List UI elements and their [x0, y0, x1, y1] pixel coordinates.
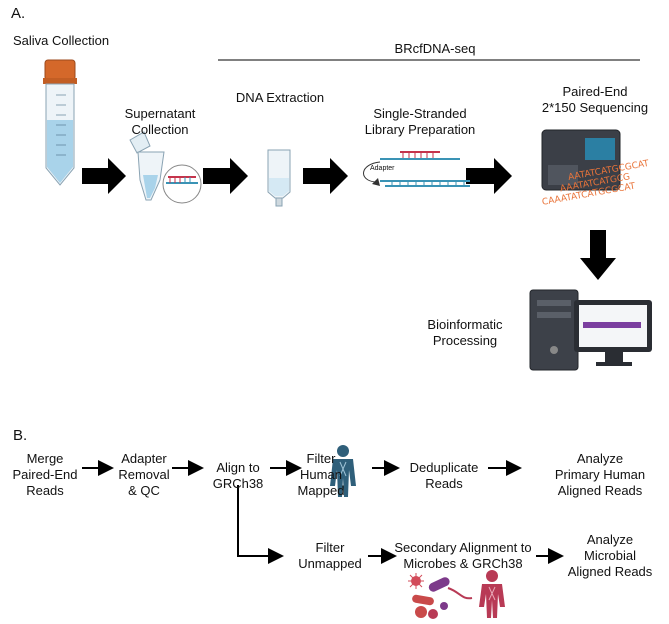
library-prep-line-1: Single-Stranded: [373, 106, 467, 121]
analyze-microbial-line-2: Microbial: [583, 548, 636, 563]
bioinformatic-processing-label: Bioinformatic Processing: [415, 317, 515, 349]
bioinformatic-line-2: Processing: [432, 333, 498, 348]
human-figure-red-icon: [479, 570, 505, 618]
merge-line-3: Reads: [26, 483, 64, 498]
align-step: Align to GRCh38: [205, 460, 271, 492]
saliva-collection-label: Saliva Collection: [13, 33, 110, 48]
b-branch-line: [237, 485, 284, 564]
arrow-extraction-to-library: [303, 158, 348, 194]
dna-extraction-label: DNA Extraction: [235, 90, 325, 105]
analyze-human-line-2: Primary Human: [554, 467, 646, 482]
arrow-saliva-to-supernatant: [82, 158, 126, 194]
analyze-microbial-line-3: Aligned Reads: [567, 564, 653, 579]
merge-line-2: Paired-End: [12, 467, 78, 482]
filter-human-line-3: Mapped: [297, 483, 345, 498]
analyze-human-line-3: Aligned Reads: [557, 483, 643, 498]
merge-line-1: Merge: [26, 451, 64, 466]
filter-unmapped-step: Filter Unmapped: [290, 540, 370, 572]
align-line-2: GRCh38: [212, 476, 264, 491]
sequencing-label: Paired-End 2*150 Sequencing: [525, 84, 665, 116]
sequencing-line-1: Paired-End: [562, 84, 628, 99]
filter-human-line-2: Human: [300, 467, 342, 482]
analyze-microbial-line-1: Analyze: [586, 532, 634, 547]
library-dna-icon: [363, 151, 470, 187]
computer-icon: [529, 289, 652, 371]
library-prep-label: Single-Stranded Library Preparation: [350, 106, 490, 138]
supernatant-collection-label: Supernatant Collection: [110, 106, 210, 138]
microcentrifuge-tube-icon: [129, 131, 202, 204]
bioinformatic-line-1: Bioinformatic: [427, 317, 503, 332]
deduplicate-step: Deduplicate Reads: [398, 460, 490, 492]
supernatant-line-1: Supernatant: [124, 106, 196, 121]
adapter-removal-line-2: Removal: [118, 467, 170, 482]
adapter-removal-step: Adapter Removal & QC: [114, 451, 174, 499]
human-figure-blue-icon: [330, 445, 356, 497]
microbes-icon: [408, 573, 473, 619]
arrow-library-to-sequencing: [466, 158, 512, 194]
panel-a-label: A.: [11, 5, 26, 22]
falcon-tube-icon: [43, 59, 77, 186]
secondary-line-1: Secondary Alignment to: [394, 540, 532, 555]
secondary-line-2: Microbes & GRCh38: [403, 556, 523, 571]
sequencer-icon: [541, 129, 621, 191]
filter-unmapped-line-1: Filter: [315, 540, 345, 555]
analyze-human-line-1: Analyze: [576, 451, 624, 466]
deduplicate-line-1: Deduplicate: [409, 460, 479, 475]
filter-human-step: Filter Human Mapped: [296, 451, 346, 499]
arrow-supernatant-to-extraction: [203, 158, 248, 194]
library-prep-line-2: Library Preparation: [364, 122, 476, 137]
supernatant-line-2: Collection: [131, 122, 189, 137]
merge-step: Merge Paired-End Reads: [8, 451, 82, 499]
adapter-label: Adapter: [370, 165, 395, 172]
analyze-microbial-step: Analyze Microbial Aligned Reads: [560, 532, 660, 580]
adapter-removal-line-1: Adapter: [121, 451, 167, 466]
arrow-sequencing-to-processing: [580, 230, 616, 280]
align-line-1: Align to: [216, 460, 260, 475]
filter-human-line-1: Filter: [306, 451, 336, 466]
analyze-human-step: Analyze Primary Human Aligned Reads: [540, 451, 660, 499]
filter-unmapped-line-2: Unmapped: [298, 556, 362, 571]
panel-b-label: B.: [13, 427, 28, 444]
adapter-removal-line-3: & QC: [128, 483, 160, 498]
brcfdna-seq-label: BRcfDNA-seq: [394, 41, 476, 56]
sequencing-line-2: 2*150 Sequencing: [541, 100, 649, 115]
spin-column-icon: [267, 149, 291, 207]
deduplicate-line-2: Reads: [425, 476, 463, 491]
secondary-alignment-step: Secondary Alignment to Microbes & GRCh38: [388, 540, 538, 572]
